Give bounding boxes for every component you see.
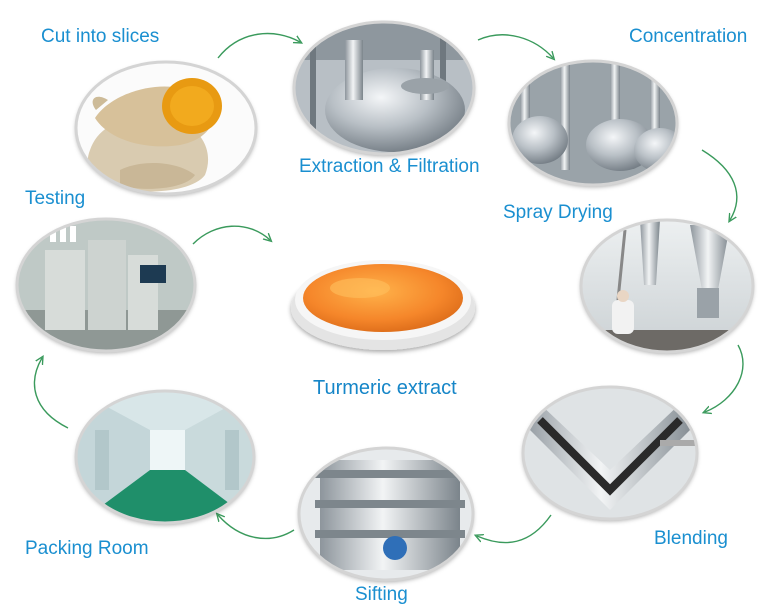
step-photo-extraction-filtration: [292, 20, 476, 156]
concentration-tanks-photo: [509, 61, 677, 185]
vibrating-sifter-photo: [299, 448, 473, 580]
step-label-spray-drying: Spray Drying: [503, 202, 613, 223]
arrow-packing-to-testing: [33, 358, 69, 429]
step-photo-testing: [15, 217, 197, 353]
turmeric-powder-dish: [291, 260, 475, 350]
arrow-testing-to-cut: [192, 225, 270, 245]
step-label-testing: Testing: [25, 188, 86, 209]
step-label-blending: Blending: [654, 528, 728, 549]
hplc-lab-photo: [17, 219, 195, 351]
clean-room-corridor-photo: [76, 391, 254, 523]
step-photo-packing-room: [74, 389, 256, 525]
arrow-cut-to-extraction: [217, 32, 300, 59]
turmeric-root-photo: [76, 62, 256, 194]
center-label-turmeric-extract: Turmeric extract: [313, 377, 457, 399]
step-label-sifting: Sifting: [355, 584, 408, 605]
step-photo-concentration: [507, 59, 679, 187]
step-photo-cut-into-slices: [74, 60, 258, 196]
arrow-sifting-to-packing: [218, 515, 295, 540]
arrow-concentration-to-spray: [701, 149, 738, 220]
arrow-spray-to-blending: [705, 344, 744, 412]
arrow-extraction-to-concentration: [477, 34, 553, 58]
step-photo-blending: [521, 385, 699, 521]
flow-arrows: [33, 32, 744, 544]
step-label-extraction-filtration: Extraction & Filtration: [299, 156, 480, 177]
step-label-packing-room: Packing Room: [25, 538, 149, 559]
arrow-blending-to-sifting: [477, 514, 552, 544]
spray-dryer-photo: [581, 220, 753, 352]
v-blender-photo: [523, 387, 697, 519]
extraction-tank-photo: [294, 22, 474, 154]
step-label-concentration: Concentration: [629, 26, 748, 47]
step-photo-spray-drying: [579, 218, 755, 354]
step-photo-sifting: [297, 446, 475, 582]
step-label-cut-into-slices: Cut into slices: [41, 26, 160, 47]
